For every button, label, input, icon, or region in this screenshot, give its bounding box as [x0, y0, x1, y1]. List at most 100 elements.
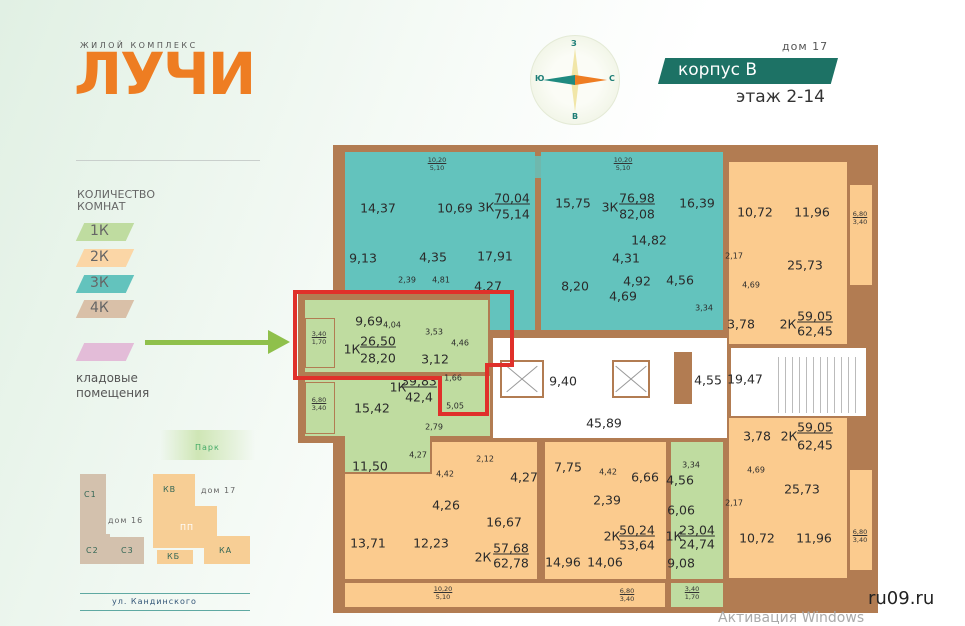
legend-label-1k: 1К [90, 223, 109, 239]
balcony-northeast [850, 185, 872, 285]
apartment-total-area: 24,74 [679, 536, 715, 552]
apartment-type-label: 2К [779, 316, 797, 332]
apartment-2k-southeast[interactable] [729, 418, 847, 578]
room-area-label: 4,27 [474, 278, 502, 294]
legend-title-line1: КОЛИЧЕСТВО [77, 188, 156, 201]
apartment-1k-highlighted[interactable] [305, 300, 488, 372]
apartment-2k-northeast[interactable] [729, 162, 847, 344]
compass-s: В [572, 112, 579, 121]
room-area-label: 14,82 [631, 232, 667, 248]
balcony-area-value: 6,80 [619, 587, 635, 595]
room-area-label: 3,34 [682, 460, 700, 470]
room-area-label: 4,46 [451, 338, 469, 348]
room-area-label: 10,69 [437, 200, 473, 216]
apartment-1k-south[interactable] [671, 442, 723, 579]
apartment-total-area: 75,14 [494, 206, 530, 222]
apartment-living-area: 76,98 [619, 190, 655, 206]
room-area-label: 5,05 [446, 401, 464, 411]
room-area-label: 4,69 [609, 288, 637, 304]
site-block-c2-label: С2 [86, 546, 99, 555]
room-area-label: 2,17 [725, 498, 743, 508]
divider [76, 160, 260, 161]
room-area-label: 9,69 [355, 313, 383, 329]
apartment-2k-southwest[interactable] [345, 474, 537, 579]
room-area-label: 14,37 [360, 200, 396, 216]
site-block-c3-label: С3 [121, 546, 134, 555]
room-area-label: 7,75 [554, 459, 582, 475]
room-area-label: 11,96 [796, 530, 832, 546]
windows-activation-watermark: Активация Windows [718, 610, 865, 626]
building-banner: корпус В [658, 58, 838, 84]
room-area-label: 12,23 [413, 535, 449, 551]
balcony-1k-west [305, 382, 335, 434]
balcony-area-value: 6,80 [311, 396, 327, 404]
apartment-2k-south[interactable] [545, 442, 666, 579]
room-area-label: 16,39 [679, 195, 715, 211]
apartment-1k-west[interactable] [305, 376, 490, 436]
balcony-area-value: 6,80 [852, 528, 868, 536]
house-label: дом 17 [782, 40, 829, 53]
logo: ЛУЧИ [74, 40, 256, 108]
apartment-total-area: 62,45 [797, 323, 833, 339]
room-area-label: 4,56 [666, 472, 694, 488]
room-area-label: 17,91 [477, 248, 513, 264]
site-block-c2 [80, 534, 110, 564]
apartment-total-area: 53,64 [619, 537, 655, 553]
street-line-bottom [80, 610, 250, 611]
logo-subtitle: ЖИЛОЙ КОМПЛЕКС [80, 41, 198, 50]
legend-label-3k: 3К [90, 275, 109, 291]
balcony-area-value: 3,40 [684, 585, 700, 593]
site-house16-label: дом 16 [108, 516, 144, 525]
site-watermark: ru09.ru [868, 588, 935, 609]
room-area-label: 9,08 [667, 555, 695, 571]
site-house17-label: дом 17 [201, 486, 237, 495]
apartment-type-label: 3К [601, 199, 619, 215]
room-area-label: 3,34 [695, 303, 713, 313]
floor-label: этаж 2-14 [736, 87, 825, 107]
elevator-2-icon [612, 360, 650, 398]
apartment-living-area: 57,68 [493, 540, 529, 556]
balcony-south [345, 583, 665, 607]
apartment-type-label: 1К [665, 528, 683, 544]
street-label: ул. Кандинского [112, 597, 197, 606]
street-line-top [80, 593, 250, 594]
site-block-kv-label: КВ [163, 485, 177, 494]
common-area-label: 45,89 [586, 415, 622, 431]
legend-title: КОЛИЧЕСТВО КОМНАТ [77, 189, 155, 213]
apartment-total-area: 62,78 [493, 555, 529, 571]
apartment-3k-east[interactable] [541, 152, 723, 330]
apartment-total-area: 42,4 [405, 389, 433, 405]
balcony-area-value: 10,20 [613, 156, 633, 164]
common-area-label: 4,55 [694, 372, 722, 388]
balcony-area-value: 3,40 [852, 536, 868, 544]
room-area-label: 2,39 [593, 492, 621, 508]
site-block-c1 [80, 474, 106, 534]
room-area-label: 4,31 [612, 250, 640, 266]
legend-label-2k: 2К [90, 249, 109, 265]
apartment-total-area: 82,08 [619, 206, 655, 222]
room-area-label: 10,72 [739, 530, 775, 546]
balcony-area-value: 3,40 [619, 595, 635, 603]
apartment-living-area: 59,05 [797, 308, 833, 324]
apartment-type-label: 2К [474, 549, 492, 565]
room-area-label: 4,26 [432, 497, 460, 513]
compass: З В Ю С [530, 35, 620, 125]
room-area-label: 2,17 [725, 251, 743, 261]
storage-line1: кладовые [76, 371, 138, 385]
site-block-kb [157, 550, 193, 564]
legend-storage-label: кладовые помещения [76, 371, 149, 401]
room-area-label: 11,50 [352, 458, 388, 474]
room-area-label: 4,69 [742, 280, 760, 290]
room-area-label: 9,13 [349, 250, 377, 266]
balcony-area-value: 1,70 [684, 593, 700, 601]
room-area-label: 10,72 [737, 204, 773, 220]
apartment-living-area: 59,05 [797, 419, 833, 435]
balcony-area-value: 10,20 [433, 585, 453, 593]
room-area-label: 3,12 [421, 351, 449, 367]
